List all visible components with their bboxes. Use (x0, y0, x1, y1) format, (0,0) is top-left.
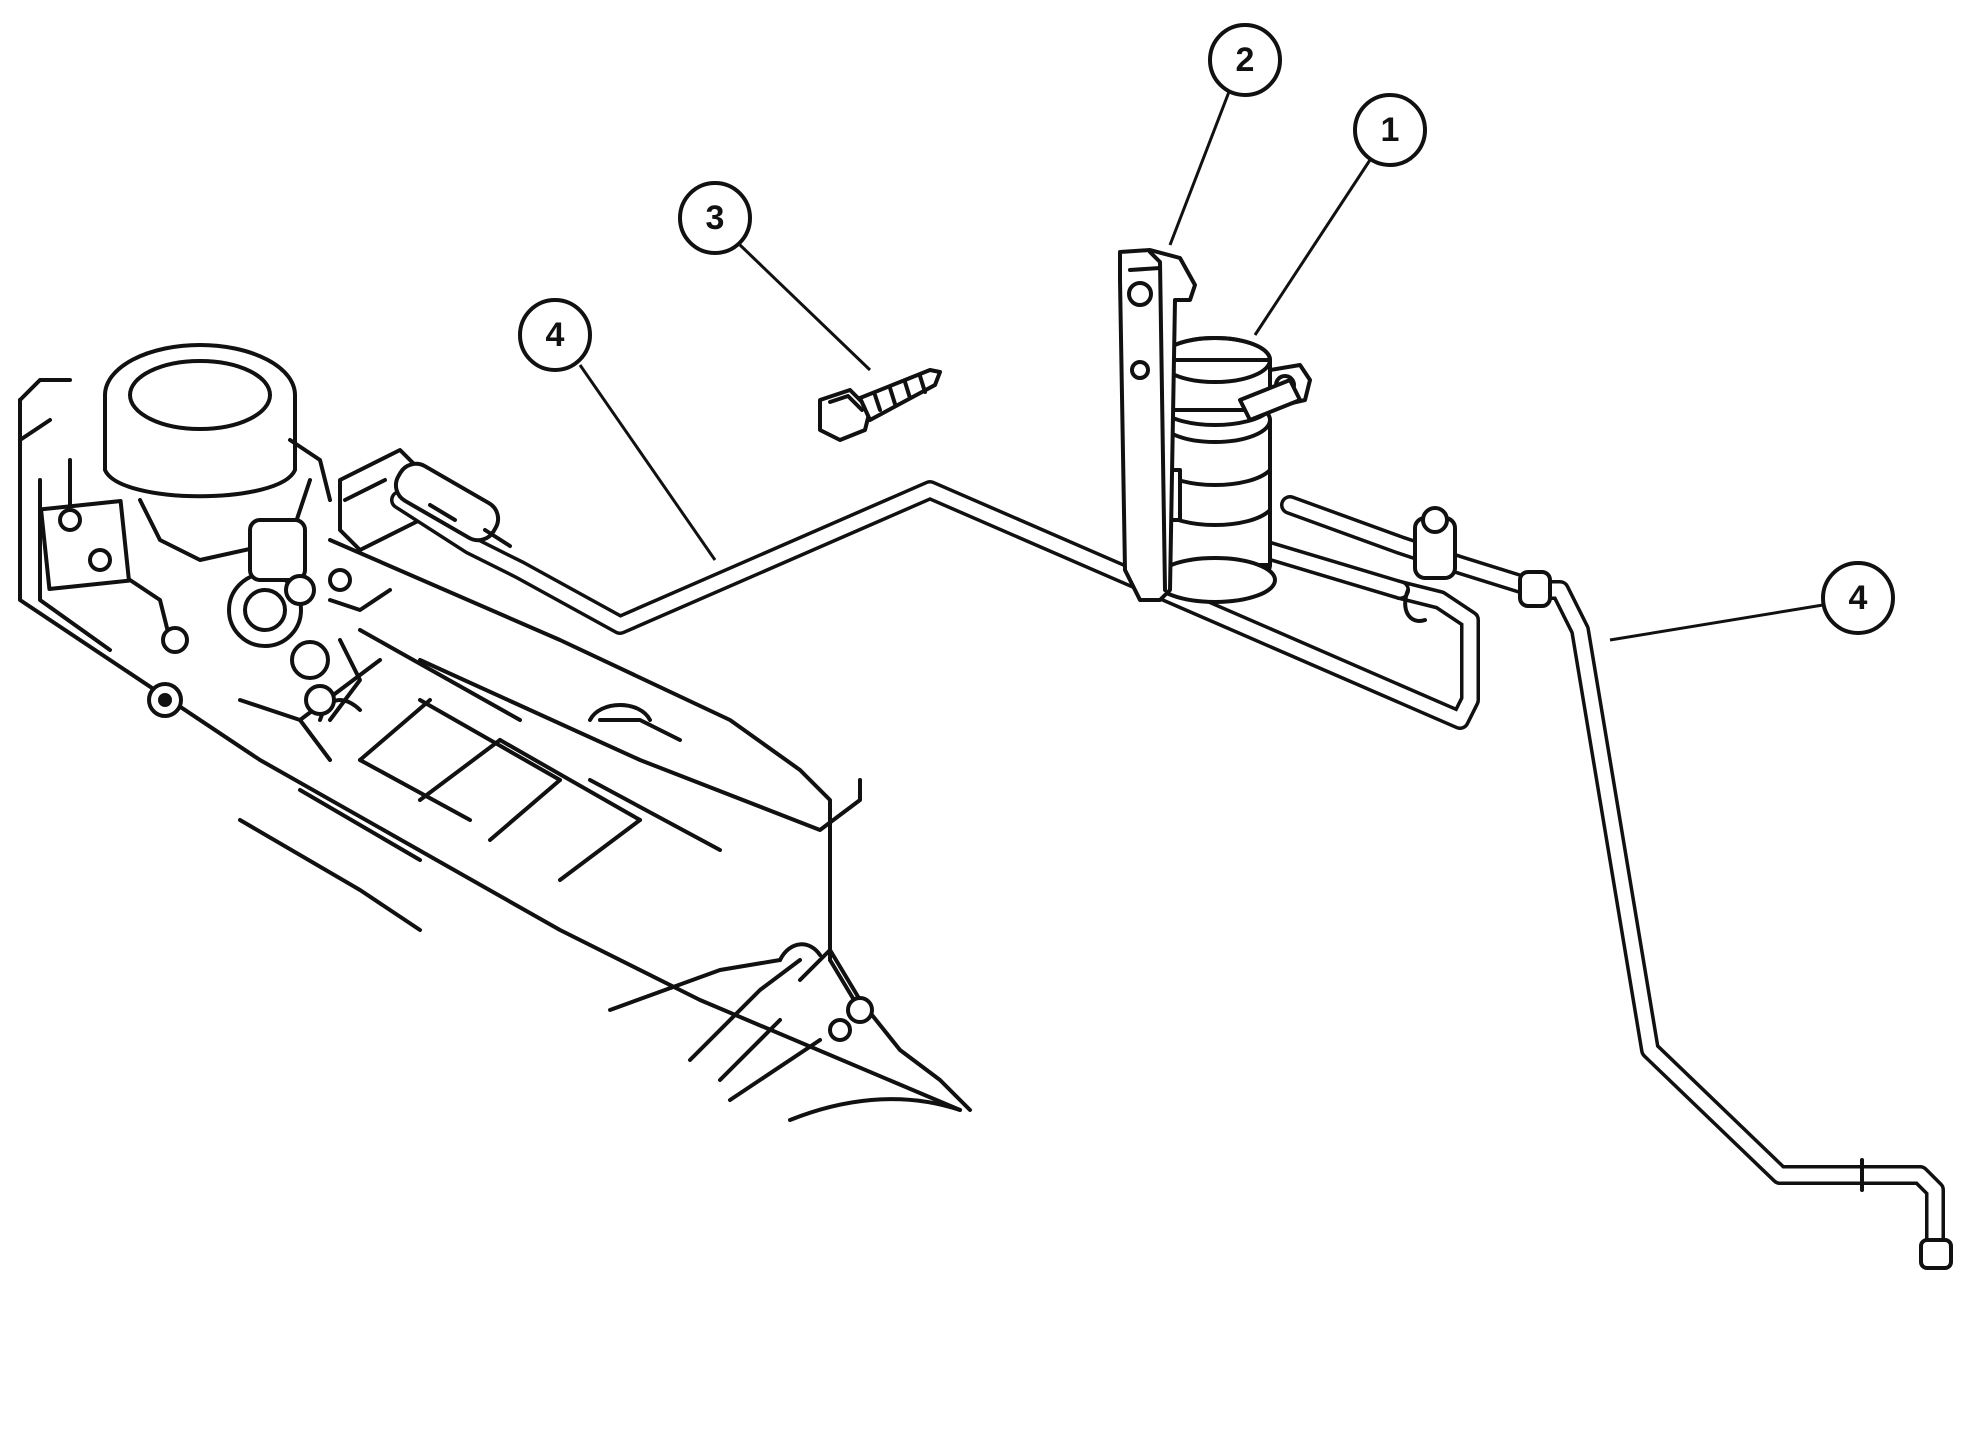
callout-4-left-label: 4 (546, 316, 565, 354)
callout-2: 2 (1168, 23, 1282, 246)
vacuum-hose (390, 461, 1953, 1270)
callout-3: 3 (678, 181, 872, 372)
intake-manifold (18, 398, 972, 1122)
callout-1-label: 1 (1381, 111, 1400, 149)
callout-2-label: 2 (1236, 41, 1255, 79)
bolt (818, 368, 942, 442)
callout-3-label: 3 (706, 199, 725, 237)
callout-4-left: 4 (518, 298, 717, 561)
callout-4-right: 4 (1609, 561, 1895, 642)
callout-1: 1 (1253, 93, 1427, 336)
callouts: 2 1 3 4 4 (518, 23, 1895, 642)
callout-4-right-label: 4 (1849, 579, 1868, 617)
mounting-bracket (1118, 248, 1197, 602)
